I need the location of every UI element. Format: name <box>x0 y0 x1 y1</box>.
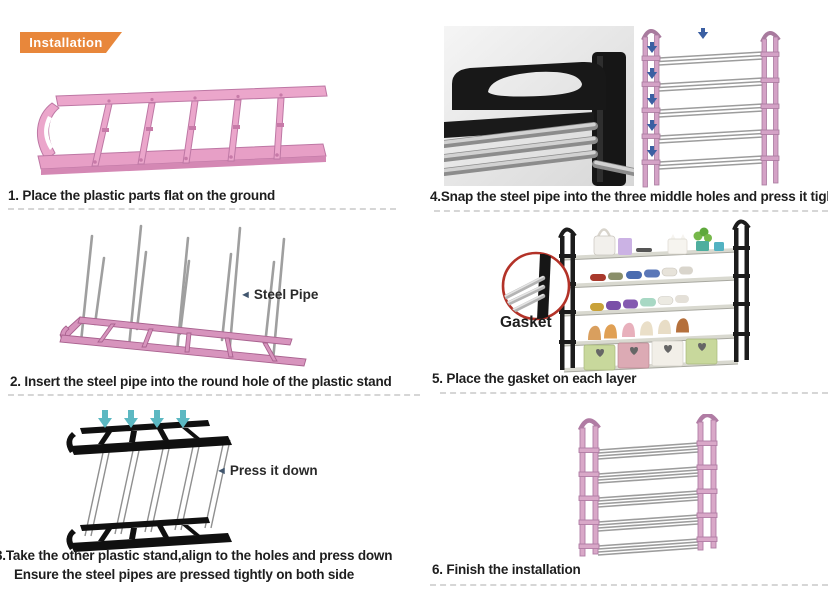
shelf-pipes <box>658 51 764 170</box>
left-arrow-icon: ◄ <box>240 289 251 301</box>
shelf-strips <box>563 248 739 373</box>
steel-pipe-callout: ◄Steel Pipe <box>240 287 318 302</box>
installation-banner: Installation <box>20 32 122 53</box>
divider-dashed <box>434 210 828 212</box>
shelf3-shoes <box>590 295 689 311</box>
step4-caption: 4.Snap the steel pipe into the three mid… <box>430 189 828 204</box>
step4-rack-illustration <box>641 28 781 188</box>
storage-boxes <box>583 338 718 371</box>
left-arrow-icon: ◄ <box>216 465 227 477</box>
step6-caption: 6. Finish the installation <box>432 562 581 577</box>
step3-caption-line2: Ensure the steel pipes are pressed tight… <box>14 567 355 582</box>
divider-dashed <box>440 392 828 394</box>
step5-illustration <box>501 219 751 373</box>
divider-dashed <box>430 584 828 586</box>
black-frame-photo <box>444 52 634 186</box>
step2-illustration <box>59 224 307 367</box>
shelf2-shoes <box>590 266 693 281</box>
step5-caption: 5. Place the gasket on each layer <box>432 371 637 386</box>
steel-pipe-label: Steel Pipe <box>253 287 319 302</box>
divider-dashed <box>8 394 420 396</box>
step2-caption: 2. Insert the steel pipe into the round … <box>10 374 392 389</box>
black-stand <box>66 420 232 455</box>
gasket-magnifier <box>501 251 571 321</box>
step3-caption-line1: 3.Take the other plastic stand,align to … <box>0 548 393 563</box>
pink-rack-frame <box>577 414 719 557</box>
press-down-arrows <box>98 410 190 428</box>
pink-ladder-flat <box>36 85 328 175</box>
press-it-down-callout: ◄Press it down <box>216 463 318 478</box>
pink-rack-frame <box>641 29 781 188</box>
step1-caption: 1. Place the plastic parts flat on the g… <box>8 188 276 203</box>
step1-illustration <box>36 85 328 175</box>
step3-illustration <box>66 410 232 552</box>
connecting-pipes <box>84 439 231 537</box>
gasket-label: Gasket <box>500 314 552 331</box>
shelf4-heels <box>588 318 689 340</box>
pink-stand-flat <box>59 316 307 367</box>
press-it-down-label: Press it down <box>229 463 318 478</box>
top-shelf-items <box>593 227 724 256</box>
step4-photo-closeup <box>444 26 634 186</box>
shelf-pipes <box>597 442 699 556</box>
step6-illustration <box>577 414 719 557</box>
divider-dashed <box>8 208 396 210</box>
